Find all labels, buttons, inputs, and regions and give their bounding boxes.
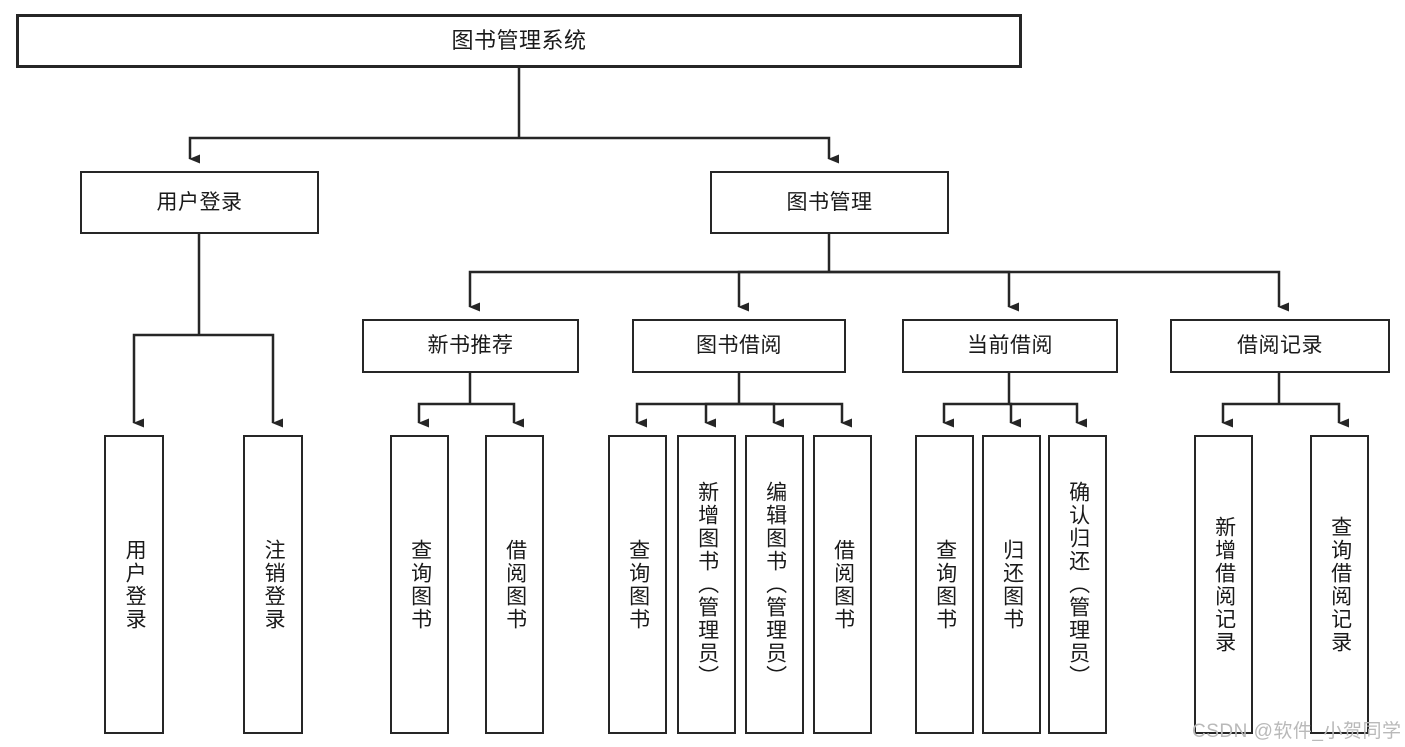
- node-label-book-manage: 图书管理: [786, 190, 873, 214]
- connector-new-book-recommend-to-leaf-query-book-new: [417, 402, 470, 428]
- node-label-current-borrow: 当前借阅: [967, 334, 1053, 358]
- connector-book-manage-to-book-borrow: [737, 270, 829, 312]
- node-leaf-query-book-current[interactable]: 查询图书: [915, 435, 974, 734]
- node-leaf-confirm-return-admin[interactable]: 确认归还（管理员）: [1048, 435, 1107, 734]
- node-label-borrow-record: 借阅记录: [1237, 334, 1323, 358]
- node-book-borrow[interactable]: 图书借阅: [632, 319, 846, 373]
- connector-borrow-record-to-leaf-add-borrow-record: [1221, 402, 1279, 428]
- edge-group: [132, 68, 1349, 428]
- connector-book-borrow-to-leaf-edit-book-admin: [739, 402, 784, 428]
- node-leaf-query-borrow-record[interactable]: 查询借阅记录: [1310, 435, 1369, 734]
- node-label-leaf-borrow-book: 借阅图书: [831, 538, 855, 631]
- connector-new-book-recommend-to-leaf-borrow-book-new: [470, 402, 524, 428]
- connector-book-borrow-to-leaf-query-book-borrow: [635, 402, 739, 428]
- connector-book-manage-to-new-book-recommend: [468, 270, 829, 312]
- node-label-leaf-add-borrow-record: 新增借阅记录: [1212, 515, 1236, 654]
- node-leaf-add-borrow-record[interactable]: 新增借阅记录: [1194, 435, 1253, 734]
- connector-borrow-record-to-leaf-query-borrow-record: [1279, 402, 1349, 428]
- node-leaf-query-book-new[interactable]: 查询图书: [390, 435, 449, 734]
- node-leaf-logout-login[interactable]: 注销登录: [243, 435, 303, 734]
- node-label-leaf-user-login: 用户登录: [123, 538, 147, 631]
- connector-book-borrow-to-leaf-add-book-admin: [704, 402, 739, 428]
- connector-book-manage-to-borrow-record: [829, 270, 1289, 312]
- connector-root-to-user-login: [188, 136, 519, 164]
- node-label-new-book-recommend: 新书推荐: [427, 334, 514, 358]
- node-label-leaf-query-book-current: 查询图书: [933, 538, 957, 631]
- node-borrow-record[interactable]: 借阅记录: [1170, 319, 1390, 373]
- node-label-leaf-query-book-new: 查询图书: [408, 538, 432, 631]
- node-label-leaf-edit-book-admin: 编辑图书（管理员）: [763, 481, 787, 688]
- node-label-leaf-add-book-admin: 新增图书（管理员）: [695, 481, 719, 688]
- node-leaf-query-book-borrow[interactable]: 查询图书: [608, 435, 667, 734]
- node-root[interactable]: 图书管理系统: [16, 14, 1022, 68]
- node-label-leaf-return-book: 归还图书: [1000, 538, 1024, 631]
- connector-user-login-to-leaf-logout-login: [199, 333, 283, 428]
- node-label-book-borrow: 图书借阅: [696, 334, 782, 358]
- connector-current-borrow-to-leaf-query-book-current: [942, 402, 1009, 428]
- node-leaf-borrow-book[interactable]: 借阅图书: [813, 435, 872, 734]
- connector-current-borrow-to-leaf-return-book: [1009, 402, 1021, 428]
- connector-user-login-to-leaf-user-login: [132, 333, 199, 428]
- node-leaf-return-book[interactable]: 归还图书: [982, 435, 1041, 734]
- node-book-manage[interactable]: 图书管理: [710, 171, 949, 234]
- node-leaf-add-book-admin[interactable]: 新增图书（管理员）: [677, 435, 736, 734]
- node-label-leaf-query-book-borrow: 查询图书: [626, 538, 650, 631]
- node-leaf-user-login[interactable]: 用户登录: [104, 435, 164, 734]
- node-current-borrow[interactable]: 当前借阅: [902, 319, 1118, 373]
- connector-book-borrow-to-leaf-borrow-book: [739, 402, 852, 428]
- node-leaf-borrow-book-new[interactable]: 借阅图书: [485, 435, 544, 734]
- node-user-login[interactable]: 用户登录: [80, 171, 319, 234]
- node-label-root: 图书管理系统: [451, 27, 587, 53]
- node-label-leaf-borrow-book-new: 借阅图书: [503, 538, 527, 631]
- node-new-book-recommend[interactable]: 新书推荐: [362, 319, 579, 373]
- node-label-leaf-logout-login: 注销登录: [262, 538, 286, 631]
- node-label-user-login: 用户登录: [156, 190, 243, 214]
- connector-current-borrow-to-leaf-confirm-return-admin: [1009, 402, 1087, 428]
- node-label-leaf-confirm-return-admin: 确认归还（管理员）: [1066, 481, 1090, 688]
- node-leaf-edit-book-admin[interactable]: 编辑图书（管理员）: [745, 435, 804, 734]
- connector-book-manage-to-current-borrow: [829, 270, 1019, 312]
- node-label-leaf-query-borrow-record: 查询借阅记录: [1328, 515, 1352, 654]
- connector-root-to-book-manage: [519, 136, 839, 164]
